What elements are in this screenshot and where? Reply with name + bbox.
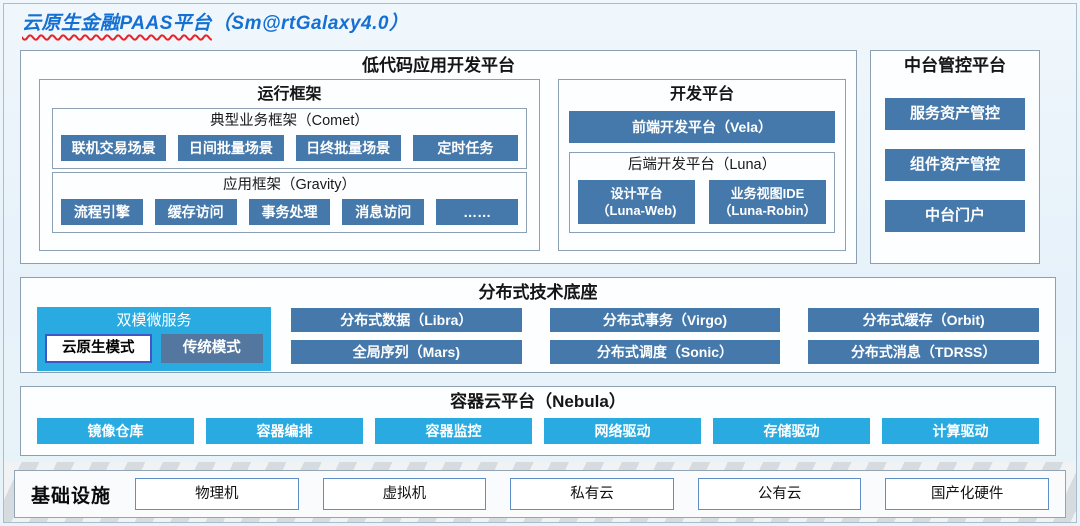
comet-framework-label: 典型业务框架（Comet） [210,113,369,129]
cache-access-button[interactable]: 缓存访问 [154,199,237,225]
dual-mode-button-row: 云原生模式 传统模式 [45,334,263,363]
gravity-button-row: 流程引擎 缓存访问 事务处理 消息访问 …… [61,199,518,225]
gravity-framework-label: 应用框架（Gravity） [223,177,356,193]
luna-button-row: 设计平台 （Luna-Web) 业务视图IDE （Luna-Robin） [578,180,826,224]
component-asset-control-button[interactable]: 组件资产管控 [885,149,1025,181]
runtime-framework-title: 运行框架 [257,86,322,103]
container-monitoring-button[interactable]: 容器监控 [375,418,532,444]
private-cloud-button[interactable]: 私有云 [510,478,674,510]
luna-robin-line2: （Luna-Robin） [718,203,817,218]
physical-machine-button[interactable]: 物理机 [135,478,299,510]
container-cloud-title: 容器云平台（Nebula） [450,392,626,411]
dual-mode-label: 双模微服务 [116,312,192,329]
distributed-grid: 分布式数据（Libra） 分布式事务（Virgo) 分布式缓存（Orbit) 全… [291,308,1039,371]
vela-frontend-platform-button[interactable]: 前端开发平台（Vela） [569,111,835,143]
distributed-data-libra-button[interactable]: 分布式数据（Libra） [291,308,522,332]
luna-web-line2: （Luna-Web) [596,203,677,218]
distributed-cache-orbit-button[interactable]: 分布式缓存（Orbit) [808,308,1039,332]
comet-framework-box: 典型业务框架（Comet） 联机交易场景 日间批量场景 日终批量场景 定时任务 [52,108,527,169]
comet-button-row: 联机交易场景 日间批量场景 日终批量场景 定时任务 [61,135,518,161]
dual-mode-microservice-box: 双模微服务 云原生模式 传统模式 [37,307,271,371]
infrastructure-label: 基础设施 [31,485,112,507]
page-title: 云原生金融PAAS平台（Sm@rtGalaxy4.0） [22,8,408,35]
luna-web-line1: 设计平台 [610,186,663,201]
more-ellipsis-button[interactable]: …… [436,199,518,225]
low-code-platform-title: 低代码应用开发平台 [362,56,515,75]
luna-robin-line1: 业务视图IDE [730,186,805,201]
network-driver-button[interactable]: 网络驱动 [544,418,701,444]
online-transaction-button[interactable]: 联机交易场景 [61,135,167,161]
distributed-scheduling-sonic-button[interactable]: 分布式调度（Sonic） [549,340,781,364]
cloud-native-mode-button[interactable]: 云原生模式 [45,334,152,363]
eod-batch-button[interactable]: 日终批量场景 [295,135,401,161]
page-title-version: （Sm@rtGalaxy4.0） [211,13,409,34]
container-cloud-button-row: 镜像仓库 容器编排 容器监控 网络驱动 存储驱动 计算驱动 [21,418,1055,444]
storage-driver-button[interactable]: 存储驱动 [713,418,870,444]
image-registry-button[interactable]: 镜像仓库 [37,418,194,444]
message-access-button[interactable]: 消息访问 [342,199,425,225]
low-code-columns: 运行框架 典型业务框架（Comet） 联机交易场景 日间批量场景 日终批量场景 … [21,77,856,251]
low-code-platform-panel: 低代码应用开发平台 运行框架 典型业务框架（Comet） 联机交易场景 日间批量… [20,50,857,264]
domestic-hardware-button[interactable]: 国产化硬件 [885,478,1049,510]
luna-robin-ide-button[interactable]: 业务视图IDE （Luna-Robin） [709,180,826,224]
distributed-base-title: 分布式技术底座 [478,283,598,302]
infrastructure-bar: 基础设施 物理机 虚拟机 私有云 公有云 国产化硬件 [14,470,1066,518]
luna-web-design-button[interactable]: 设计平台 （Luna-Web) [578,180,695,224]
gravity-framework-box: 应用框架（Gravity） 流程引擎 缓存访问 事务处理 消息访问 …… [52,172,527,233]
mid-platform-panel: 中台管控平台 服务资产管控 组件资产管控 中台门户 [870,50,1040,264]
luna-backend-box: 后端开发平台（Luna） 设计平台 （Luna-Web) 业务视图IDE （Lu… [569,152,835,233]
dev-platform-title: 开发平台 [669,86,734,103]
traditional-mode-button[interactable]: 传统模式 [160,334,263,363]
global-sequence-mars-button[interactable]: 全局序列（Mars) [291,340,522,364]
runtime-framework-box: 运行框架 典型业务框架（Comet） 联机交易场景 日间批量场景 日终批量场景 … [39,79,540,251]
distributed-transaction-virgo-button[interactable]: 分布式事务（Virgo) [549,308,781,332]
scheduled-task-button[interactable]: 定时任务 [412,135,518,161]
page-title-main: 云原生金融PAAS平台 [22,13,212,34]
mid-platform-title: 中台管控平台 [904,56,1006,75]
mid-platform-portal-button[interactable]: 中台门户 [885,200,1025,232]
process-engine-button[interactable]: 流程引擎 [61,199,143,225]
public-cloud-button[interactable]: 公有云 [697,478,862,510]
distributed-base-panel: 分布式技术底座 双模微服务 云原生模式 传统模式 分布式数据（Libra） 分布… [20,277,1056,373]
distributed-content: 双模微服务 云原生模式 传统模式 分布式数据（Libra） 分布式事务（Virg… [21,304,1055,371]
service-asset-control-button[interactable]: 服务资产管控 [885,98,1025,130]
daytime-batch-button[interactable]: 日间批量场景 [178,135,284,161]
dev-platform-box: 开发平台 前端开发平台（Vela） 后端开发平台（Luna） 设计平台 （Lun… [558,79,846,251]
container-cloud-panel: 容器云平台（Nebula） 镜像仓库 容器编排 容器监控 网络驱动 存储驱动 计… [20,386,1056,456]
distributed-message-tdrss-button[interactable]: 分布式消息（TDRSS） [808,340,1039,364]
virtual-machine-button[interactable]: 虚拟机 [322,478,487,510]
luna-backend-label: 后端开发平台（Luna） [627,157,777,173]
compute-driver-button[interactable]: 计算驱动 [882,418,1039,444]
transaction-processing-button[interactable]: 事务处理 [248,199,331,225]
container-orchestration-button[interactable]: 容器编排 [206,418,363,444]
